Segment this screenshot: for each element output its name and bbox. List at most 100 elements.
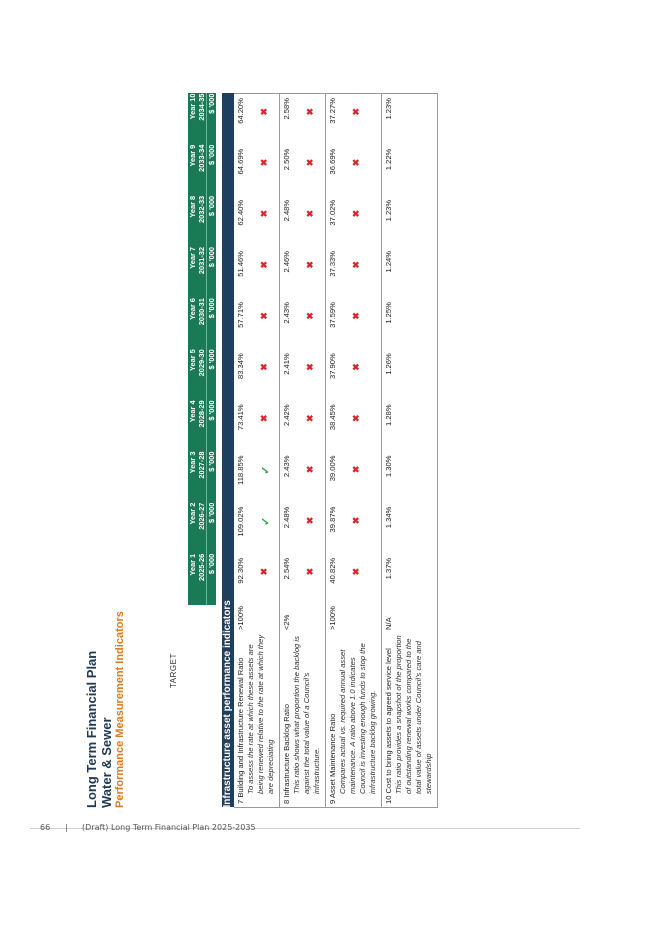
value-cell: 2.48%✖ (279, 502, 326, 554)
cross-icon: ✖ (305, 108, 315, 116)
year-label: Year 5 (188, 349, 197, 372)
year-unit: $ '000 (206, 144, 216, 196)
value-cell: 2.41%✖ (279, 349, 326, 401)
value-cell: 38.45%✖ (325, 400, 382, 452)
year-label: Year 4 (188, 400, 197, 423)
value-cell: 2.43% ✖ (279, 451, 326, 503)
indicator-explanation: Compares actual vs. required annual asse… (338, 643, 377, 794)
year-period: 2031-32 (197, 246, 206, 275)
value-cell: 83.34%✖ (234, 349, 280, 401)
year-label: Year 8 (188, 195, 197, 218)
indicator-target: >100% (325, 604, 382, 633)
value-cell: 1.22% (381, 144, 438, 196)
value-text: 62.40% (236, 199, 245, 226)
table-row: 7 Building and Infrastructure Renewal Ra… (234, 93, 280, 808)
year-unit: $ '000 (206, 451, 216, 503)
header-blank (188, 605, 216, 632)
indicator-explanation: This ratio provides a snapshot of the pr… (394, 635, 433, 794)
value-cell: 2.58%✖ (279, 93, 326, 145)
indicator-description: 10 Cost to bring assets to agreed servic… (381, 632, 438, 808)
indicator-target: N/A (381, 604, 438, 633)
value-text: 1.22% (384, 148, 393, 171)
footer-page-number: 66 (40, 823, 51, 832)
value-text: 2.54% (282, 557, 291, 580)
cross-icon: ✖ (351, 516, 361, 525)
value-cell: 118.85%✓ (234, 451, 280, 503)
value-text: 109.02% (236, 506, 245, 537)
value-cell: 39.00%✖ (325, 451, 382, 503)
year-unit: $ '000 (206, 349, 216, 401)
value-cell: 39.87%✖ (325, 502, 382, 554)
value-text: 40.82% (328, 557, 337, 584)
cross-icon: ✖ (351, 312, 361, 320)
value-text: 83.34% (236, 353, 245, 380)
cross-icon: ✖ (351, 465, 361, 474)
value-text: 1.23% (384, 199, 393, 222)
value-cell: 62.40% ✖ (234, 195, 280, 247)
value-cell: 2.43%✖ (279, 298, 326, 350)
cross-icon: ✖ (259, 414, 269, 422)
value-cell: 51.46%✖ (234, 246, 280, 299)
value-text: 1.26% (384, 353, 393, 375)
value-text: 1.34% (384, 506, 393, 529)
indicator-target: <2% (279, 604, 326, 633)
indicator-name: 7 Building and Infrastructure Renewal Ra… (236, 657, 245, 804)
value-cell: 1.28% (381, 400, 438, 452)
cross-icon: ✖ (259, 260, 269, 269)
cross-icon: ✖ (351, 414, 361, 422)
year-period: 2027-28 (197, 451, 206, 479)
year-label: Year 1 (188, 553, 197, 576)
value-cell: 92.30%✖ (234, 553, 280, 605)
year-label: Year 2 (188, 502, 197, 525)
value-cell: 1.37% (381, 553, 438, 605)
value-cell: 37.27% ✖ (325, 93, 382, 145)
value-text: 37.27% (328, 98, 337, 124)
year-label: Year 9 (188, 144, 197, 167)
indicator-name: 9 Asset Maintenance Ratio (328, 713, 337, 804)
value-text: 2.43% (282, 455, 291, 478)
year-period: 2029-30 (197, 349, 206, 377)
value-text: 1.37% (384, 557, 393, 580)
page-title: Long Term Financial Plan (84, 650, 99, 808)
year-unit: $ '000 (206, 502, 216, 554)
value-text: 37.33% (328, 250, 337, 277)
year-label: Year 7 (188, 246, 197, 269)
value-cell: 37.33% ✖ (325, 246, 382, 299)
year-period: 2028-29 (197, 400, 206, 428)
value-text: 37.59% (328, 302, 337, 328)
indicator-description: 7 Building and Infrastructure Renewal Ra… (234, 632, 280, 808)
value-text: 64.20% (236, 98, 245, 124)
cross-icon: ✖ (351, 260, 361, 269)
footer-document-title: (Draft) Long Term Financial Plan 2025-20… (82, 823, 256, 832)
check-icon: ✓ (260, 465, 272, 475)
value-cell: 2.50%✖ (279, 144, 326, 196)
cross-icon: ✖ (259, 209, 269, 218)
cross-icon: ✖ (351, 567, 361, 576)
year-period: 2030-31 (197, 298, 206, 326)
cross-icon: ✖ (305, 567, 315, 576)
value-text: 64.69% (236, 148, 245, 175)
year-label: Year 10 (188, 93, 197, 120)
cross-icon: ✖ (305, 465, 315, 474)
value-cell: 37.59% ✖ (325, 298, 382, 350)
value-text: 2.42% (282, 404, 291, 426)
value-text: 36.69% (328, 148, 337, 175)
value-cell: 73.41%✖ (234, 400, 280, 452)
value-cell: 109.02%✓ (234, 502, 280, 554)
page-footer: 66 | (Draft) Long Term Financial Plan 20… (30, 823, 580, 845)
value-cell: 2.42%✖ (279, 400, 326, 452)
indicator-explanation: To assess the rate at which these assets… (246, 634, 275, 794)
year-label: Year 6 (188, 298, 197, 320)
value-cell: 1.24% (381, 246, 438, 299)
cross-icon: ✖ (351, 108, 361, 116)
value-cell: 64.69%✖ (234, 144, 280, 196)
cross-icon: ✖ (351, 363, 361, 371)
